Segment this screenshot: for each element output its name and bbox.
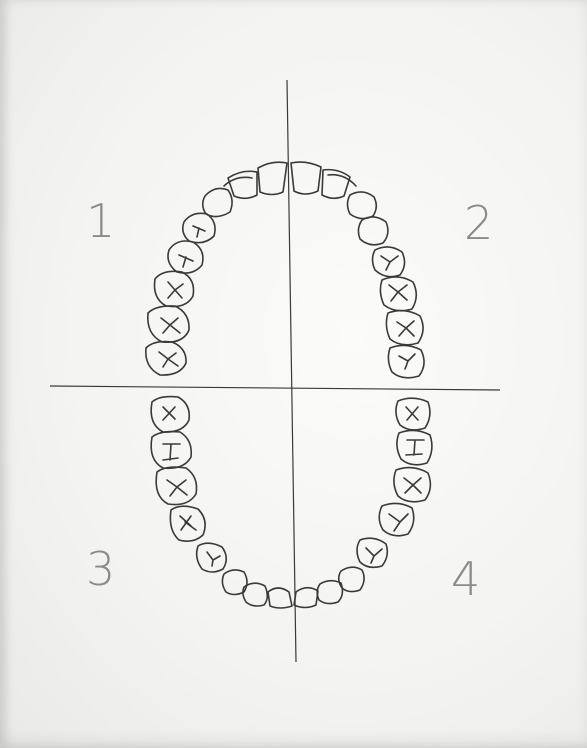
tooth-41 — [267, 587, 293, 609]
tooth-24 — [357, 216, 389, 246]
tooth-18-fissure — [158, 351, 179, 368]
tooth-21 — [290, 161, 322, 195]
tooth-15 — [167, 240, 204, 274]
tooth-48-fissure — [162, 406, 176, 421]
upper-left-quadrant-teeth — [290, 161, 425, 379]
tooth-31 — [293, 586, 319, 609]
tooth-46-fissure — [166, 479, 188, 497]
tooth-22 — [321, 168, 351, 200]
tooth-18 — [144, 340, 187, 376]
tooth-14 — [182, 212, 216, 244]
tooth-45-fissure — [179, 515, 197, 531]
tooth-48 — [150, 395, 191, 433]
lower-right-quadrant-teeth — [150, 395, 293, 609]
tooth-25 — [371, 246, 406, 278]
tooth-15-fissure — [178, 254, 194, 268]
tooth-27-fissure — [396, 320, 415, 337]
tooth-47-fissure — [162, 443, 181, 461]
tooth-16 — [153, 270, 195, 308]
tooth-28-fissure — [398, 353, 416, 370]
tooth-36 — [393, 466, 432, 503]
tooth-36-fissure — [403, 477, 422, 494]
tooth-11 — [257, 161, 288, 196]
tooth-44-fissure — [206, 551, 221, 567]
tooth-14-fissure — [192, 225, 206, 238]
tooth-44 — [195, 542, 228, 573]
tooth-37-fissure — [405, 439, 425, 456]
tooth-26-fissure — [388, 284, 408, 302]
vertical-midline — [286, 79, 297, 663]
tooth-12-outline — [223, 176, 253, 187]
tooth-34 — [356, 537, 389, 569]
tooth-43 — [221, 569, 248, 596]
tooth-35 — [378, 502, 415, 537]
tooth-42 — [242, 582, 269, 607]
tooth-17 — [146, 305, 190, 344]
quadrant-label-1: 1 — [86, 194, 116, 248]
tooth-37 — [396, 429, 433, 466]
tooth-12 — [227, 170, 258, 200]
tooth-32 — [316, 579, 344, 605]
tooth-22-outline — [327, 173, 357, 187]
quadrant-label-4: 4 — [451, 552, 481, 606]
tooth-34-fissure — [365, 547, 383, 564]
lower-left-quadrant-teeth — [293, 397, 433, 609]
tooth-26 — [379, 276, 418, 312]
tooth-16-fissure — [167, 281, 184, 299]
quadrant-label-2: 2 — [464, 196, 494, 250]
tooth-28 — [387, 344, 425, 379]
horizontal-occlusal-line — [49, 385, 501, 391]
tooth-47 — [150, 430, 193, 470]
tooth-27 — [385, 309, 424, 346]
tooth-45 — [169, 505, 206, 542]
tooth-46 — [155, 466, 198, 506]
tooth-35-fissure — [388, 513, 409, 532]
upper-right-quadrant-teeth — [144, 161, 288, 376]
tooth-13 — [201, 187, 233, 218]
tooth-23 — [346, 191, 378, 220]
tooth-38 — [395, 397, 431, 431]
tooth-25-fissure — [380, 255, 399, 271]
tooth-17-fissure — [160, 317, 181, 334]
quadrant-label-3: 3 — [86, 542, 116, 596]
tooth-38-fissure — [405, 406, 419, 421]
